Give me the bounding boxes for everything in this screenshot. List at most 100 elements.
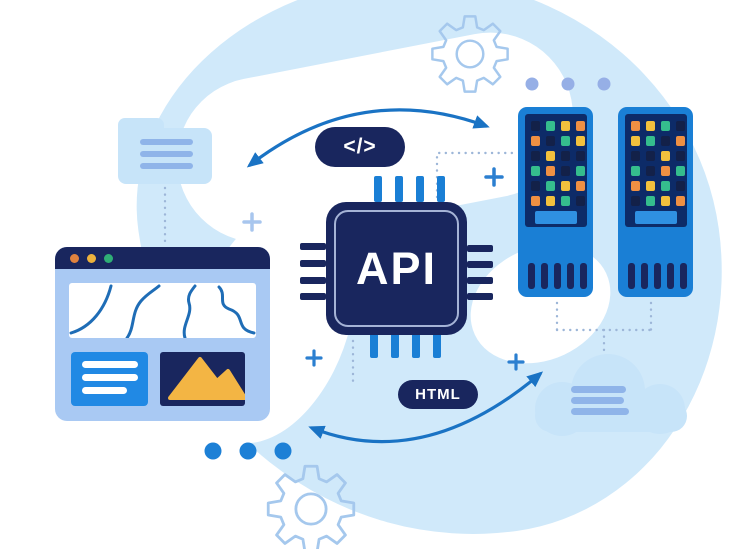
server-led-yellow	[561, 181, 570, 191]
server-led-yellow	[631, 136, 640, 146]
chip-pin-top	[416, 176, 424, 202]
server-led-orange	[531, 136, 540, 146]
server-vent	[528, 263, 535, 289]
cloud-text-line	[571, 408, 629, 415]
dotted-connectors	[163, 151, 653, 388]
chip-pin-right	[467, 277, 493, 284]
dotted-servers-to-cloud	[555, 301, 653, 358]
server-led-navy	[546, 136, 555, 146]
plus-icon-left	[242, 212, 262, 232]
text-content-block	[71, 352, 148, 406]
chip-pin-left	[300, 243, 326, 250]
server-led-navy	[646, 151, 655, 161]
chip-pin-left	[300, 260, 326, 267]
chip-pin-top	[437, 176, 445, 202]
led-grid	[631, 121, 685, 206]
traffic-dot-green	[104, 254, 113, 263]
chip-inner-frame: API	[334, 210, 459, 327]
arrow-bottom	[308, 371, 544, 444]
chip-pin-bottom	[391, 332, 399, 358]
server-led-yellow	[661, 151, 670, 161]
server-vent	[680, 263, 687, 289]
chip-pin-left	[300, 293, 326, 300]
server-led-orange	[631, 181, 640, 191]
server-led-navy	[576, 151, 585, 161]
plus-icon-right-top	[484, 167, 504, 187]
server-led-green	[546, 121, 555, 131]
server-led-green	[576, 166, 585, 176]
server-led-orange	[531, 196, 540, 206]
server-vent	[580, 263, 587, 289]
server-led-orange	[576, 181, 585, 191]
chip-pin-top	[374, 176, 382, 202]
map-lines	[69, 284, 256, 338]
chip-pin-right	[467, 245, 493, 252]
server-led-navy	[676, 121, 685, 131]
server-led-green	[646, 196, 655, 206]
plus-icon-right-bottom	[507, 353, 525, 371]
text-line	[82, 374, 138, 381]
chip-pin-left	[300, 277, 326, 284]
led-grid	[531, 121, 585, 206]
folder-text-line	[140, 163, 193, 169]
server-led-yellow	[546, 151, 555, 161]
server-slot	[635, 211, 677, 224]
code-badge: </>	[315, 127, 405, 167]
server-vent	[554, 263, 561, 289]
server-led-navy	[631, 151, 640, 161]
chip-pin-bottom	[433, 332, 441, 358]
server-led-navy	[531, 181, 540, 191]
flow-arrows	[246, 108, 544, 444]
mountains-icon	[168, 357, 245, 400]
arrow-top	[246, 108, 490, 168]
server-led-green	[531, 166, 540, 176]
folder-icon	[118, 118, 212, 184]
server-vent	[628, 263, 635, 289]
chip-pin-bottom	[370, 332, 378, 358]
server-led-navy	[531, 121, 540, 131]
server-led-navy	[561, 166, 570, 176]
chip-pin-right	[467, 293, 493, 300]
plus-icon-mid	[305, 349, 323, 367]
server-led-green	[676, 166, 685, 176]
html-badge-label: HTML	[415, 386, 461, 403]
folder-text-line	[140, 151, 193, 157]
chip-pin-top	[395, 176, 403, 202]
server-led-navy	[661, 136, 670, 146]
traffic-dot-orange	[70, 254, 79, 263]
api-chip: API	[326, 202, 467, 335]
server-led-orange	[631, 121, 640, 131]
server-led-navy	[531, 151, 540, 161]
gear-icon-top	[431, 15, 509, 93]
server-led-orange	[546, 166, 555, 176]
server-led-panel	[525, 114, 587, 227]
server-led-orange	[661, 166, 670, 176]
browser-window	[55, 247, 270, 421]
server-led-orange	[676, 136, 685, 146]
server-led-navy	[646, 166, 655, 176]
dotted-chip-to-server	[435, 151, 518, 199]
chip-label: API	[355, 242, 437, 294]
server-led-yellow	[576, 136, 585, 146]
server-rack-2	[618, 107, 693, 297]
chip-pin-bottom	[412, 332, 420, 358]
server-vent	[641, 263, 648, 289]
server-led-navy	[631, 196, 640, 206]
server-vent	[654, 263, 661, 289]
dots-blue	[204, 442, 292, 460]
traffic-dot-amber	[87, 254, 96, 263]
server-led-green	[631, 166, 640, 176]
server-led-panel	[625, 114, 687, 227]
server-slot	[535, 211, 577, 224]
cloud-text-line	[571, 397, 624, 404]
server-led-navy	[676, 151, 685, 161]
server-led-green	[561, 136, 570, 146]
server-vent	[567, 263, 574, 289]
map-panel	[69, 283, 256, 338]
server-led-navy	[676, 181, 685, 191]
html-badge: HTML	[398, 380, 478, 409]
plus-marks	[242, 167, 525, 371]
dots-periwinkle	[525, 77, 611, 91]
